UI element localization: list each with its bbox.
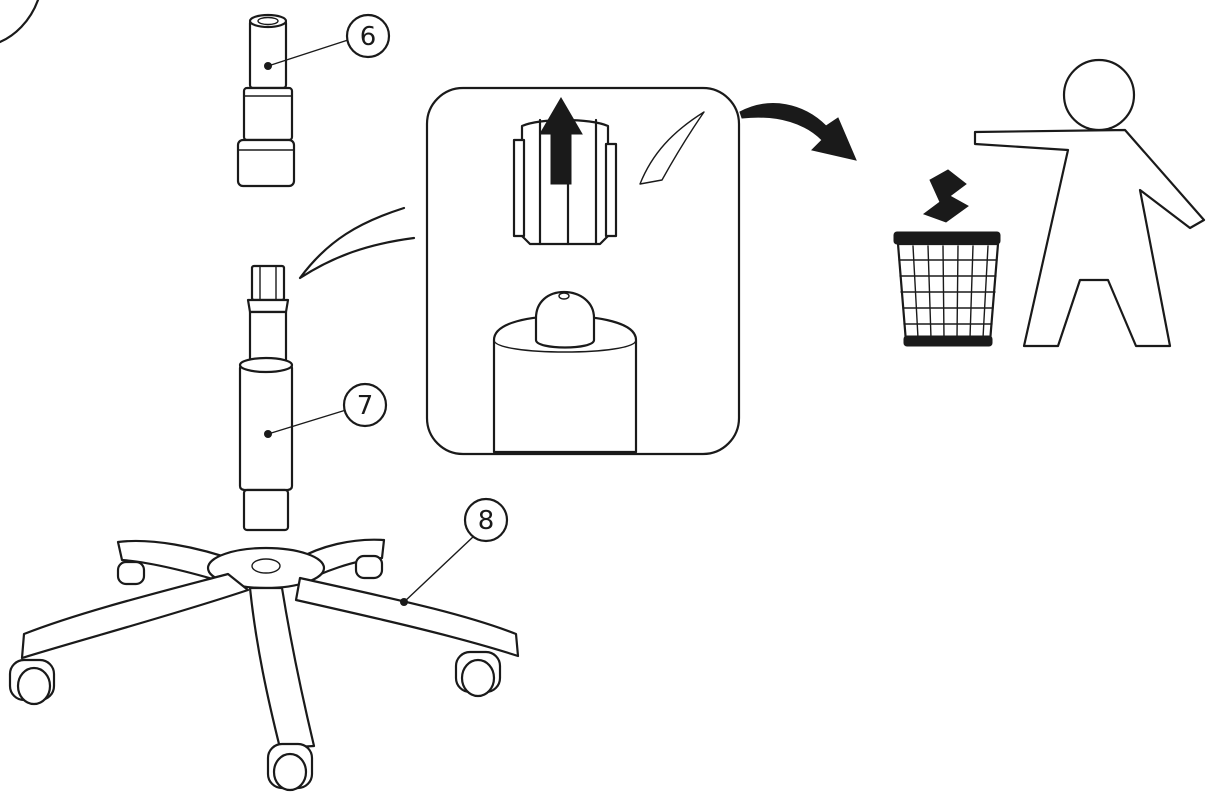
five-star-base (8, 538, 520, 792)
person-icon (973, 58, 1206, 348)
callout-6-label: 6 (360, 22, 377, 52)
discard-wrapper-icon (639, 111, 705, 185)
callout-8-label: 8 (478, 506, 495, 536)
arrow-up-icon (539, 97, 583, 185)
zoom-swoosh (298, 206, 416, 280)
callout-8: 8 (400, 497, 509, 606)
gas-lift-cylinder (238, 264, 294, 532)
trash-bin-icon (893, 169, 1001, 347)
callout-7: 7 (264, 382, 388, 438)
gas-lift-cover (236, 13, 296, 188)
curved-arrow-icon (739, 103, 857, 161)
callout-7-label: 7 (357, 391, 374, 421)
detail-zoom-box (425, 86, 741, 456)
step-circle-fragment (0, 0, 40, 44)
callout-6: 6 (264, 13, 391, 70)
